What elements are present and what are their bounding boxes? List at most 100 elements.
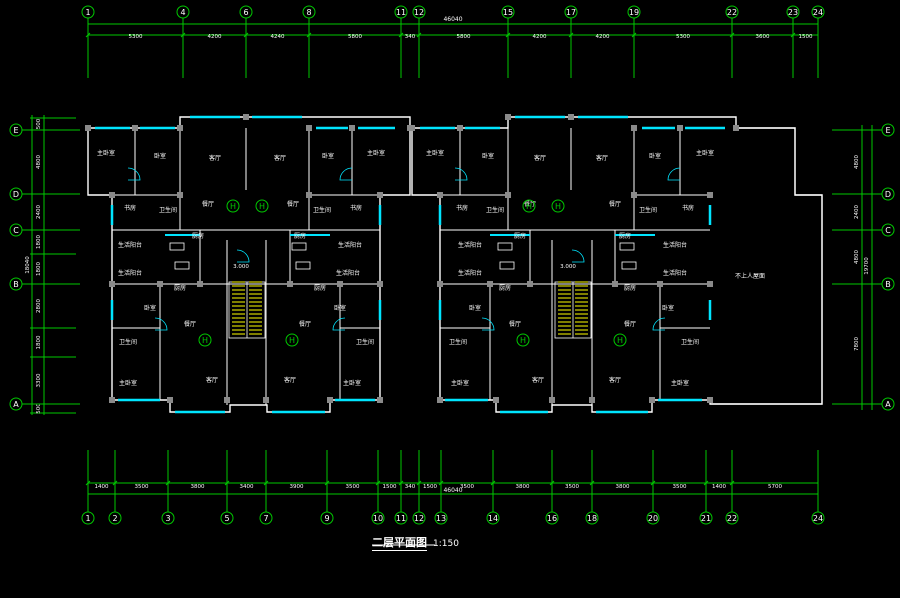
bottom-dim-text: 3500 [460,484,474,490]
room-label: 生活阳台 [458,269,482,277]
right-dim-text: 2400 [854,205,860,219]
structural-column [437,397,443,403]
axis-bubble-left-D-label: D [13,190,19,199]
room-label: 书房 [682,204,694,212]
axis-bubble-bottom-5-label: 5 [224,514,229,523]
left-total-dim: 18040 [25,256,31,274]
axis-bubble-bottom-1-circle [81,511,95,525]
structural-column [505,114,511,120]
axis-bubble-top-1-circle [81,5,95,19]
axis-bubble-bottom-9-label: 9 [324,514,329,523]
left-dim-text: 2400 [36,205,42,219]
door-swing [571,249,585,263]
structural-column [327,397,333,403]
structural-column [177,125,183,131]
room-label: 厨房 [192,232,204,240]
axis-bubble-top-4-circle [176,5,190,19]
door-swing [332,317,346,331]
structural-column [631,192,637,198]
structural-column [167,397,173,403]
bottom-dim-text: 3500 [346,484,360,490]
structural-column [377,192,383,198]
top-dim-text: 5300 [129,34,143,40]
kitchen-fixture [174,261,190,270]
axis-bubble-top-11-circle [394,5,408,19]
unit-marker-label: H [289,336,295,345]
structural-column [677,125,683,131]
axis-bubble-left-C-label: C [13,226,19,235]
room-label: 生活阳台 [118,241,142,249]
structural-column [457,125,463,131]
axis-bubble-top-24-circle [811,5,825,19]
door-swing [454,167,468,181]
structural-column [132,125,138,131]
dim-tick [306,32,312,38]
left-dim-text: 3300 [36,373,42,387]
structural-column [109,281,115,287]
kitchen-fixture [499,261,515,270]
dim-tick [85,32,91,38]
structural-column [527,281,533,287]
axis-bubble-top-11-label: 11 [396,8,406,17]
axis-bubble-bottom-2-label: 2 [112,514,117,523]
structural-column [733,125,739,131]
structural-column [505,192,511,198]
room-label: 主卧室 [671,379,689,387]
axis-bubble-bottom-2-circle [108,511,122,525]
room-label: 生活阳台 [336,269,360,277]
room-label: 卧室 [322,152,334,160]
axis-bubble-bottom-12-circle [412,511,426,525]
axis-bubble-left-B-circle [9,277,23,291]
axis-bubble-bottom-22-circle [725,511,739,525]
dim-tick [398,32,404,38]
left-dim-text: 500 [36,403,42,414]
axis-bubble-right-D-circle [881,187,895,201]
bottom-dim-text: 3900 [290,484,304,490]
axis-bubble-right-A-circle [881,397,895,411]
axis-bubble-right-A-label: A [885,400,891,409]
structural-column [568,114,574,120]
axis-bubble-right-C-label: C [885,226,891,235]
structural-column [649,397,655,403]
dim-tick [589,480,595,486]
axis-bubble-right-D-label: D [885,190,891,199]
axis-bubble-left-E-circle [9,123,23,137]
room-label: 厨房 [514,232,526,240]
unit-marker-circle [255,199,269,213]
structural-column [377,397,383,403]
room-label: 客厅 [534,154,546,162]
axis-bubble-bottom-7-circle [259,511,273,525]
right-dim-text: 4800 [854,250,860,264]
room-label: 客厅 [274,154,286,162]
axis-bubble-top-12-label: 12 [414,8,424,17]
top-dim-text: 5800 [348,34,362,40]
kitchen-fixture [621,261,637,270]
drawing-scale: 1:150 [433,539,459,549]
structural-column [306,125,312,131]
room-label: 客厅 [206,376,218,384]
structural-column [197,281,203,287]
unit-marker-label: H [520,336,526,345]
unit-marker-circle [285,333,299,347]
axis-bubble-bottom-7-label: 7 [263,514,268,523]
axis-bubble-bottom-12-label: 12 [414,514,424,523]
axis-bubble-bottom-18-label: 18 [587,514,597,523]
kitchen-fixture [497,242,513,251]
axis-bubble-bottom-14-label: 14 [488,514,498,523]
axis-bubble-bottom-16-label: 16 [547,514,557,523]
room-label: 餐厅 [202,200,214,208]
room-label: 客厅 [596,154,608,162]
axis-bubble-top-17-circle [564,5,578,19]
axis-bubble-left-E-label: E [13,126,18,135]
structural-column [707,192,713,198]
structural-column [287,281,293,287]
door-swing [481,317,495,331]
axis-bubble-bottom-21-label: 21 [701,514,711,523]
dim-tick [568,32,574,38]
bottom-dim-text: 3800 [516,484,530,490]
room-label: 生活阳台 [663,241,687,249]
axis-bubble-left-A-label: A [13,400,19,409]
bottom-dim-text: 3500 [135,484,149,490]
room-label: 餐厅 [299,320,311,328]
